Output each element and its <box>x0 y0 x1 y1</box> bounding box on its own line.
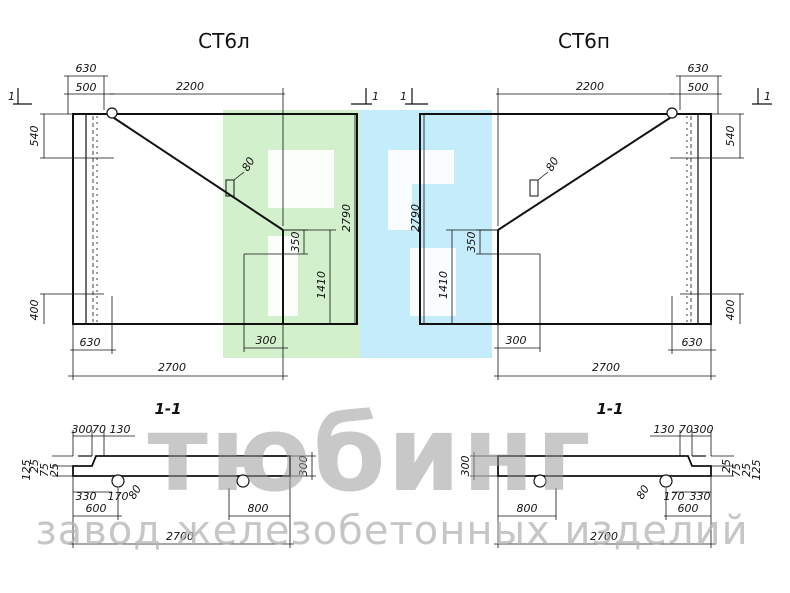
right-dim-2790: 2790 <box>409 204 422 232</box>
ls-d300: 300 <box>72 423 93 436</box>
ls-h300: 300 <box>297 456 310 477</box>
rs-d130: 130 <box>654 423 675 436</box>
ls-d70: 70 <box>92 423 106 436</box>
ls-d25b: 25 <box>48 463 61 477</box>
ls-d80: 80 <box>126 483 144 502</box>
rs-d125: 125 <box>750 460 763 481</box>
left-section-mark-a: 1 <box>8 90 15 103</box>
right-dim-630-bottom: 630 <box>682 336 703 349</box>
rs-d75: 75 <box>730 463 743 477</box>
title-right: СТ6п <box>558 29 610 53</box>
right-dim-540: 540 <box>724 126 737 147</box>
rs-d25a: 25 <box>720 459 733 473</box>
logo-watermark <box>223 110 492 358</box>
right-elevation: 80 630 500 2200 1 1 540 400 350 1410 279… <box>400 62 772 380</box>
rs-d80: 80 <box>634 483 652 502</box>
rs-d170: 170 <box>664 490 685 503</box>
ls-d2700: 2700 <box>166 530 194 543</box>
rs-d2700: 2700 <box>590 530 618 543</box>
rs-d300: 300 <box>693 423 714 436</box>
right-section-mark-b: 1 <box>764 90 771 103</box>
left-dim-540: 540 <box>28 126 41 147</box>
left-dim-630-top: 630 <box>76 62 97 75</box>
rs-h300: 300 <box>459 456 472 477</box>
ls-d130: 130 <box>110 423 131 436</box>
right-dim-2200: 2200 <box>576 80 604 93</box>
left-dim-400: 400 <box>28 300 41 321</box>
left-dim-2790: 2790 <box>340 204 353 232</box>
left-elevation: 80 630 500 2200 1 1 540 400 350 1410 <box>8 62 379 380</box>
right-section-1-1: 1-1 130 70 300 25 75 25 125 300 80 170 3… <box>459 400 763 548</box>
title-left: СТ6л <box>198 29 250 53</box>
watermark-brand: тюбинг <box>147 393 592 515</box>
right-dim-350: 350 <box>465 232 478 253</box>
left-section-1-1: 1-1 300 70 130 25 75 25 125 300 330 170 … <box>20 400 316 548</box>
left-dim-2200: 2200 <box>176 80 204 93</box>
left-dim-300: 300 <box>256 334 277 347</box>
right-section-mark-a: 1 <box>400 90 407 103</box>
ls-d800: 800 <box>248 502 269 515</box>
left-dim-630-bottom: 630 <box>80 336 101 349</box>
right-dim-2700: 2700 <box>592 361 620 374</box>
left-dim-500: 500 <box>76 81 97 94</box>
right-dim-500: 500 <box>688 81 709 94</box>
rs-d70: 70 <box>679 423 693 436</box>
ls-d25a: 25 <box>28 459 41 473</box>
left-dim-350: 350 <box>289 232 302 253</box>
watermark-tagline: завод железобетонных изделий <box>35 508 748 554</box>
rs-d25b: 25 <box>740 463 753 477</box>
rs-d600: 600 <box>678 502 699 515</box>
ls-d125: 125 <box>20 460 33 481</box>
ls-d600: 600 <box>86 502 107 515</box>
right-dim-400: 400 <box>724 300 737 321</box>
left-dim-2700: 2700 <box>158 361 186 374</box>
left-section-mark-b: 1 <box>372 90 379 103</box>
right-dim-630-top: 630 <box>688 62 709 75</box>
ls-d75: 75 <box>38 463 51 477</box>
right-dim-300: 300 <box>506 334 527 347</box>
right-hole-80: 80 <box>543 155 561 174</box>
left-dim-1410: 1410 <box>315 271 328 299</box>
left-section-label: 1-1 <box>154 400 181 418</box>
left-hole-80: 80 <box>239 155 257 174</box>
ls-d330: 330 <box>76 490 97 503</box>
right-dim-1410: 1410 <box>437 271 450 299</box>
right-section-label: 1-1 <box>596 400 623 418</box>
rs-d330: 330 <box>690 490 711 503</box>
rs-d800: 800 <box>517 502 538 515</box>
